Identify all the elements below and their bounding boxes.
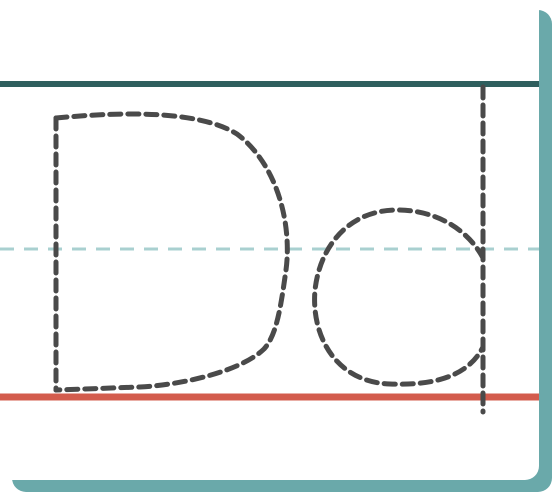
card-face	[0, 0, 539, 480]
letter-D-bowl	[53, 111, 290, 393]
letter-d-trace	[312, 84, 486, 415]
letter-d-bowl	[312, 207, 486, 387]
letter-D-trace	[53, 111, 290, 393]
